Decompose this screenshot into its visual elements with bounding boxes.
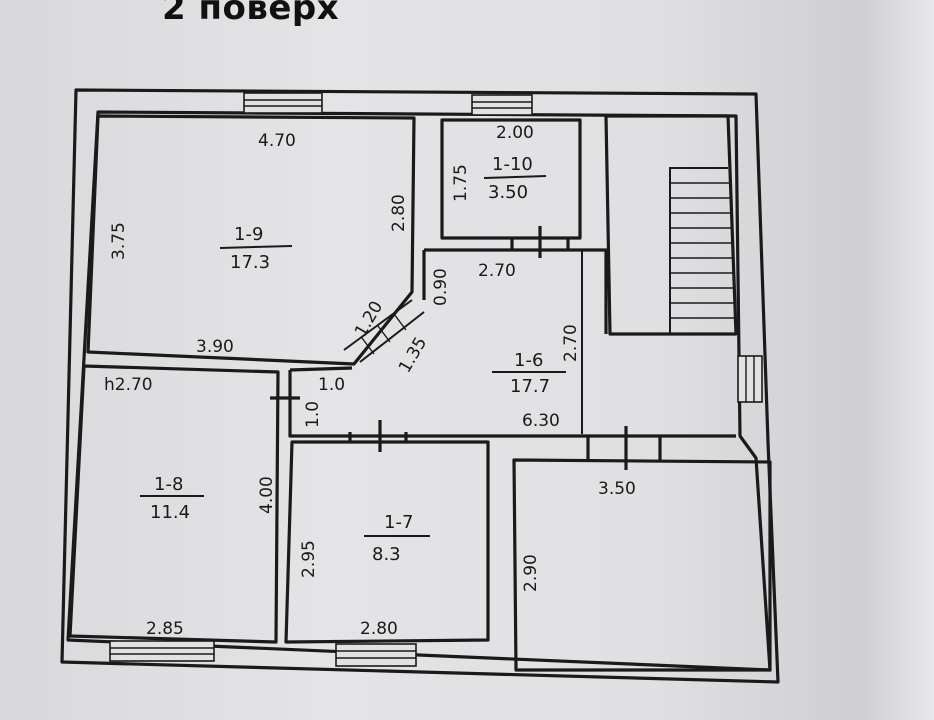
room-1-7-id: 1-7	[384, 512, 413, 533]
diag-door-hatch-3	[393, 313, 407, 331]
room-1-9-divider	[219, 245, 293, 249]
window-right	[737, 355, 763, 403]
dim-r16-bottom: 6.30	[522, 411, 560, 431]
room-1-7-outline	[284, 440, 490, 644]
room-1-10-outline	[440, 118, 582, 240]
dim-br-top: 3.50	[598, 479, 636, 499]
dim-r110-left: 1.75	[451, 164, 471, 202]
page-title: 2 поверх	[162, 0, 340, 28]
window-top-right	[471, 94, 533, 116]
dim-r17-bottom: 2.80	[360, 619, 398, 639]
window-bottom-left	[109, 640, 215, 662]
room-1-9-outline	[86, 114, 416, 366]
room-1-8-area: 11.4	[150, 502, 190, 523]
room-bottom-right-outline	[512, 458, 772, 672]
dim-r16-right: 2.70	[561, 324, 581, 362]
dim-r18-right: 4.00	[257, 476, 277, 514]
dim-r17-left: 2.95	[299, 540, 319, 578]
room-1-6-area: 17.7	[510, 376, 550, 397]
outer-wall-outer	[60, 88, 780, 684]
room-1-6-outline	[424, 248, 608, 334]
room-1-10-id: 1-10	[492, 154, 533, 175]
dim-diag-135: 1.35	[395, 334, 431, 377]
staircase-outline	[604, 114, 738, 336]
room-1-8-id: 1-8	[154, 474, 183, 495]
window-bottom-mid	[335, 643, 417, 667]
room-1-7-area: 8.3	[372, 544, 401, 565]
diag-door-line-b	[359, 311, 425, 363]
dim-r19-diag: 1.20	[351, 298, 387, 341]
dim-r110-top: 2.00	[496, 123, 534, 143]
room-1-9-area: 17.3	[230, 252, 270, 273]
dim-r16-top-right: 0.90	[431, 268, 451, 306]
dim-r19-bottom: 3.90	[196, 337, 234, 357]
dim-r19-top: 4.70	[258, 131, 296, 151]
outer-wall-inner	[66, 110, 772, 672]
dim-r19-right: 2.80	[389, 194, 409, 232]
dim-r16-small-v: 1.0	[303, 401, 323, 428]
staircase-steps-rail	[669, 167, 728, 334]
staircase-steps	[670, 182, 735, 319]
room-1-9-id: 1-9	[234, 224, 263, 245]
dim-r18-bottom: 2.85	[146, 619, 184, 639]
diag-door-line-a	[343, 299, 413, 351]
dim-br-left: 2.90	[521, 554, 541, 592]
window-top-left	[243, 92, 323, 114]
diag-door-hatch-1	[361, 337, 375, 355]
dim-r16-small-h: 1.0	[318, 375, 345, 395]
room-1-10-area: 3.50	[488, 182, 528, 203]
room-1-6-id: 1-6	[514, 350, 543, 371]
dim-r18-top: h2.70	[104, 375, 153, 395]
room-1-8-outline	[68, 364, 280, 644]
dim-r16-top: 2.70	[478, 261, 516, 281]
room-1-10-divider	[483, 175, 547, 179]
diag-door-hatch-2	[377, 325, 391, 343]
wall-1-6-bottom-left	[289, 366, 353, 372]
dim-r19-left: 3.75	[109, 222, 129, 260]
